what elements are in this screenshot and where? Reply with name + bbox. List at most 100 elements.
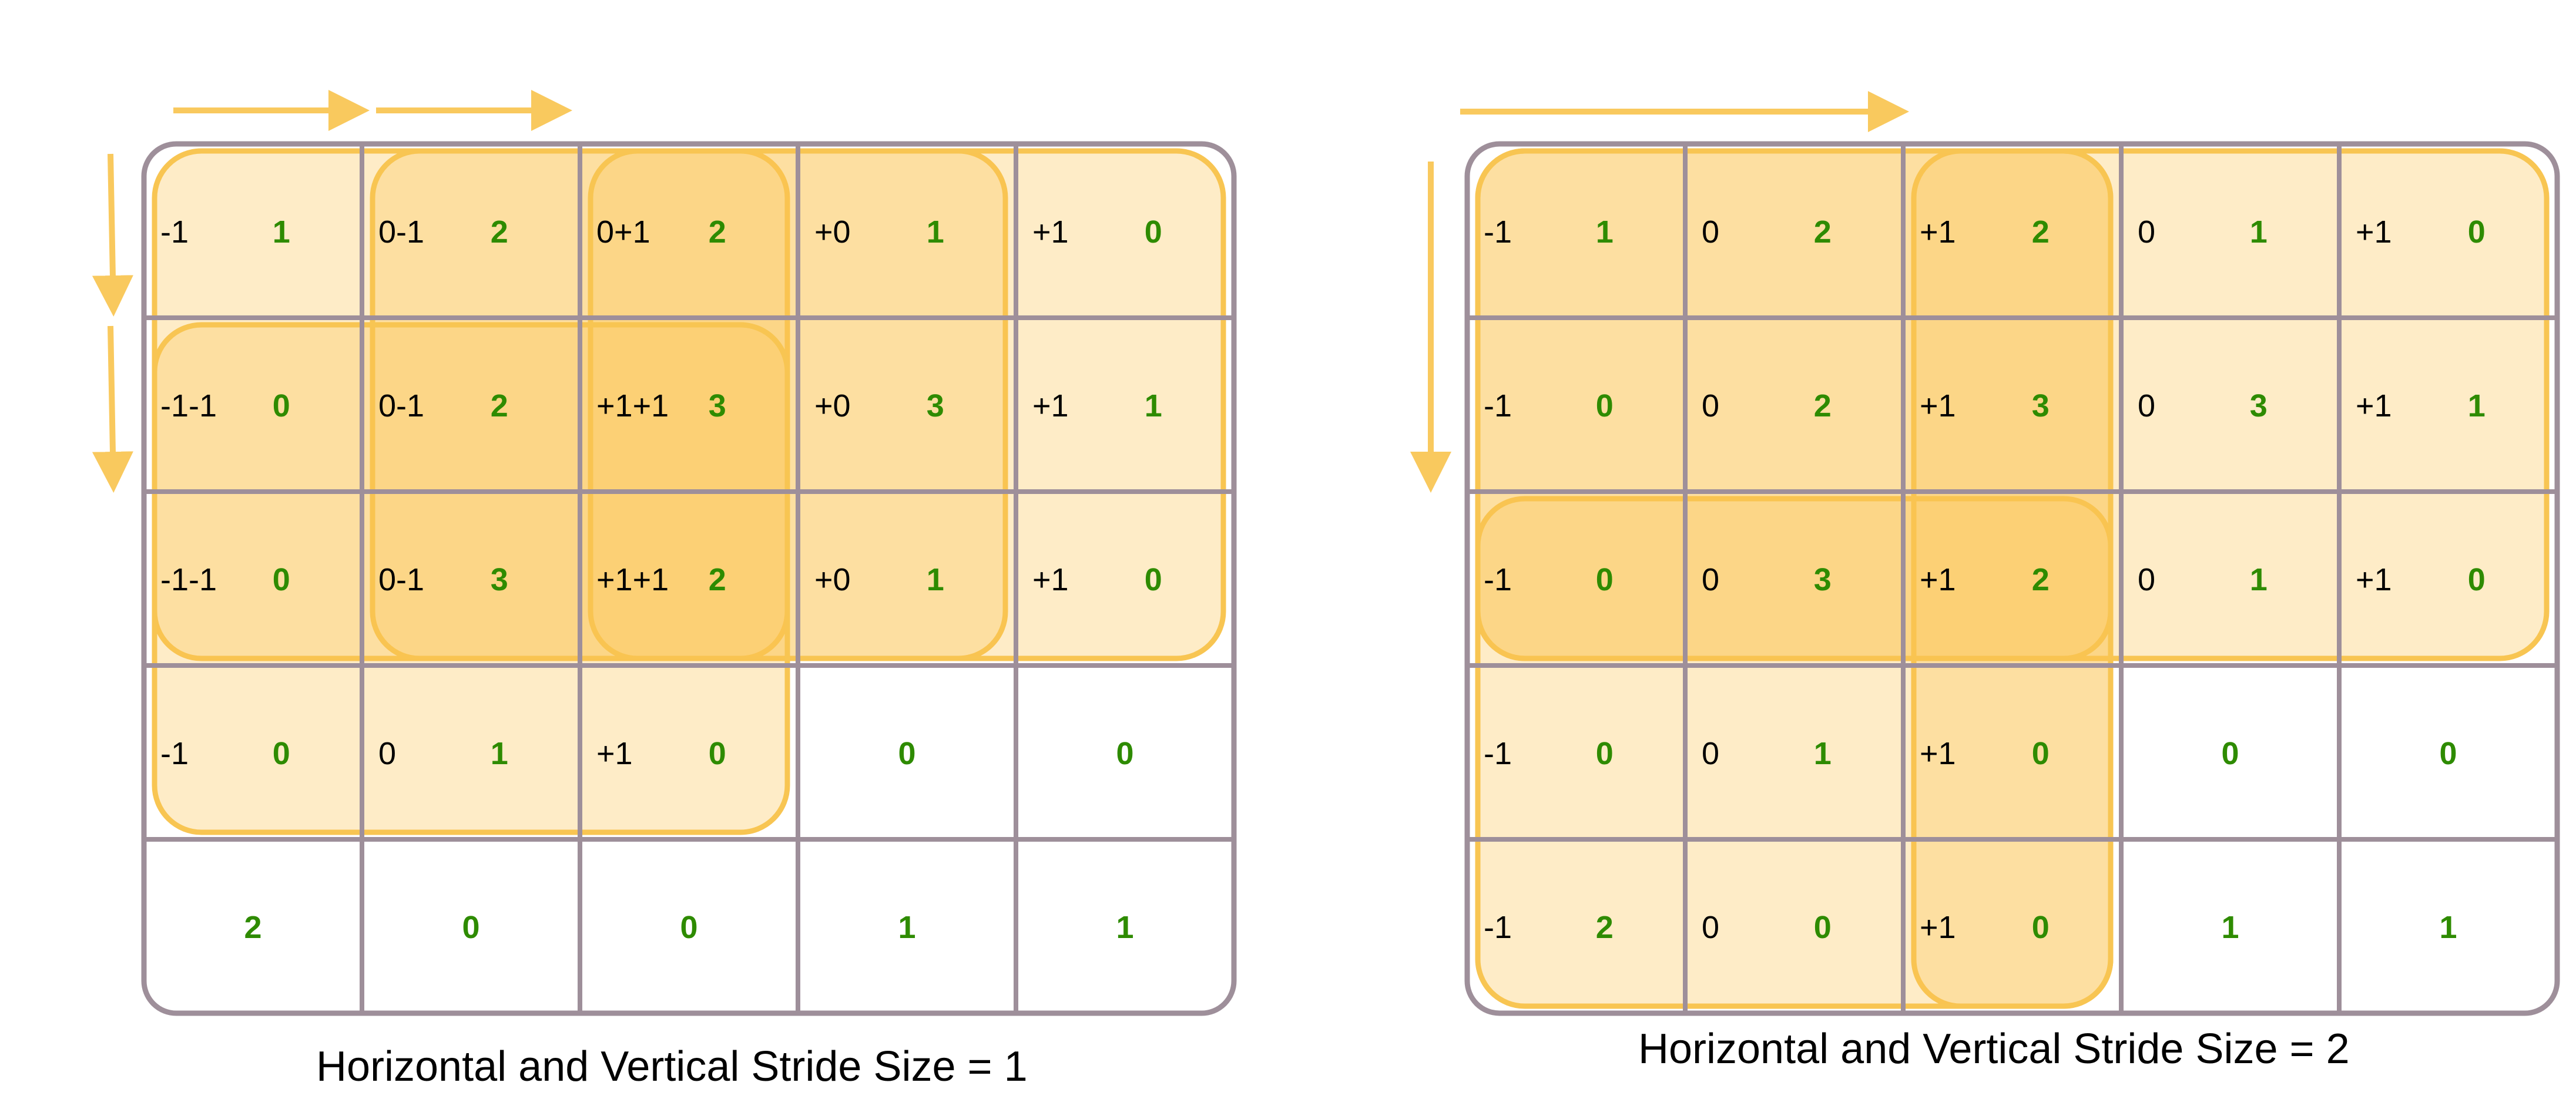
cell-value: 0 <box>680 910 697 945</box>
cell-value: 0 <box>2032 736 2050 771</box>
cell-value: 2 <box>244 910 261 945</box>
grid-cell <box>2339 839 2557 1013</box>
grid-cell <box>798 665 1016 839</box>
grid-cell <box>1467 318 1685 492</box>
grid-cell <box>144 665 362 839</box>
grid-cell <box>1016 492 1234 665</box>
kernel-weight-label: +1 <box>2356 562 2392 597</box>
cell-value: 0 <box>2032 910 2050 945</box>
grid-border <box>141 141 1237 1016</box>
grid-cell <box>580 839 798 1013</box>
grid-cells <box>1467 144 2557 1013</box>
cell-value: 0 <box>2468 562 2486 597</box>
cell-value: 0 <box>1116 736 1133 771</box>
grid-cell <box>1467 665 1685 839</box>
grid-border <box>1464 141 2560 1016</box>
kernel-weight-label: +0 <box>814 214 851 250</box>
kernel-weight-label: +0 <box>814 388 851 423</box>
grid-cell <box>362 318 580 492</box>
grid-cell <box>362 665 580 839</box>
cell-value: 1 <box>1145 388 1162 423</box>
cell-value: 3 <box>927 388 944 423</box>
grid-cell <box>2339 318 2557 492</box>
grid-cell <box>1903 839 2121 1013</box>
stride-arrow <box>92 325 133 493</box>
cell-value: 1 <box>2250 562 2268 597</box>
grid-cell <box>798 318 1016 492</box>
kernel-weight-label: +1 <box>1032 562 1069 597</box>
cell-value: 1 <box>927 562 944 597</box>
kernel-weight-label: +0 <box>814 562 851 597</box>
grid-cell <box>2339 492 2557 665</box>
kernel-weight-label: +1 <box>1920 388 1956 423</box>
kernel-weight-label: -1 <box>1484 562 1512 597</box>
kernel-weight-label: -1 <box>160 736 189 771</box>
kernel-weight-label: +1+1 <box>596 562 669 597</box>
cell-value: 0 <box>1596 562 1614 597</box>
cell-value: 0 <box>2439 736 2457 771</box>
kernel-weight-label: 0-1 <box>378 388 424 423</box>
kernel-weight-label: -1 <box>160 214 189 250</box>
grid-cell <box>798 492 1016 665</box>
kernel-weight-label: 0 <box>378 736 396 771</box>
stride-arrow <box>92 153 133 317</box>
cell-value: 2 <box>709 562 726 597</box>
cell-value: 1 <box>927 214 944 250</box>
kernel-weight-label: -1-1 <box>160 562 217 597</box>
grid-cell <box>580 144 798 318</box>
grid-lines <box>141 141 1237 1016</box>
stride-arrows <box>1410 91 1909 493</box>
cell-value: 1 <box>273 214 290 250</box>
grid-cell <box>1016 839 1234 1013</box>
kernel-weight-label: +1+1 <box>596 388 669 423</box>
cell-value: 0 <box>273 736 290 771</box>
cell-value: 3 <box>491 562 508 597</box>
grid-cell <box>1016 318 1234 492</box>
kernel-weight-label: -1 <box>1484 214 1512 250</box>
grid-cell <box>1467 144 1685 318</box>
grid-cell <box>144 839 362 1013</box>
grid-cell <box>1903 492 2121 665</box>
grid-cell <box>1016 144 1234 318</box>
kernel-weight-label: 0 <box>2138 562 2155 597</box>
cell-value: 0 <box>1814 910 1832 945</box>
kernel-window <box>588 148 1226 661</box>
grid-cell <box>1903 665 2121 839</box>
kernel-window <box>1475 148 2114 1009</box>
kernel-weight-label: +1 <box>2356 388 2392 423</box>
kernel-weight-label: 0 <box>1702 910 1719 945</box>
grid-cell <box>362 492 580 665</box>
cell-value: 1 <box>1814 736 1832 771</box>
grid-cell <box>798 839 1016 1013</box>
grid-lines <box>1464 141 2560 1016</box>
cell-value: 1 <box>2250 214 2268 250</box>
kernel-weight-label: 0 <box>1702 214 1719 250</box>
grid-cell <box>1685 318 1903 492</box>
kernel-weight-label: -1 <box>1484 736 1512 771</box>
cell-value: 0 <box>1145 214 1162 250</box>
grid-cell <box>144 492 362 665</box>
stride-arrows <box>92 90 572 493</box>
grid-cell <box>1467 492 1685 665</box>
grid-cell <box>1685 492 1903 665</box>
grid-cell <box>144 318 362 492</box>
kernel-weight-label: +1 <box>1920 910 1956 945</box>
cell-value: 0 <box>273 562 290 597</box>
caption-stride-1: Horizontal and Vertical Stride Size = 1 <box>316 1043 1028 1090</box>
grid-cell <box>1685 144 1903 318</box>
grid-cell <box>580 665 798 839</box>
kernel-weight-label: -1-1 <box>160 388 217 423</box>
grid-cell <box>2339 144 2557 318</box>
grid-cell <box>2121 318 2339 492</box>
kernel-weight-label: +1 <box>2356 214 2392 250</box>
grid-cell <box>1903 144 2121 318</box>
kernel-windows <box>1475 148 2550 1009</box>
kernel-weight-label: 0 <box>2138 388 2155 423</box>
cell-value: 2 <box>491 388 508 423</box>
grid-cell <box>362 144 580 318</box>
kernel-weight-label: +1 <box>1920 214 1956 250</box>
